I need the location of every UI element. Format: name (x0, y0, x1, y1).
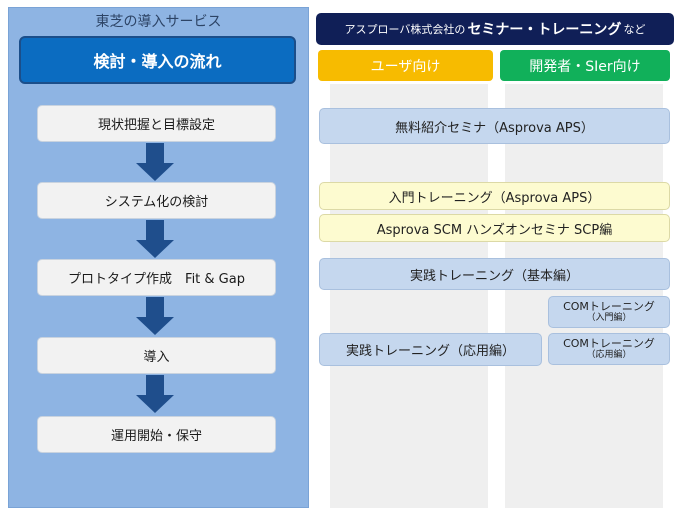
down-arrow-icon (136, 220, 174, 258)
course-practice-basic: 実践トレーニング（基本編） (319, 258, 670, 290)
course-free-intro: 無料紹介セミナ（Asprova APS） (319, 108, 670, 144)
column-user-background (330, 84, 488, 508)
course-scm-handson: Asprova SCM ハンズオンセミナ SCP編 (319, 214, 670, 242)
course-com-intro-title: COMトレーニング (563, 299, 655, 313)
step-operation: 運用開始・保守 (37, 416, 276, 453)
course-com-intro: COMトレーニング （入門編） (548, 296, 670, 328)
seminar-header-strong: セミナー・トレーニング (467, 22, 622, 38)
down-arrow-icon (136, 143, 174, 181)
course-practice-applied: 実践トレーニング（応用編） (319, 333, 542, 366)
seminar-header: アスプローバ株式会社の セミナー・トレーニング など (316, 13, 674, 45)
step-prototype: プロトタイプ作成 Fit & Gap (37, 259, 276, 296)
step-current-analysis: 現状把握と目標設定 (37, 105, 276, 142)
down-arrow-icon (136, 375, 174, 413)
flow-panel-caption: 東芝の導入サービス (95, 14, 222, 30)
seminar-header-suffix: など (623, 23, 646, 36)
flow-title: 検討・導入の流れ (19, 36, 296, 84)
course-com-applied: COMトレーニング （応用編） (548, 333, 670, 365)
course-com-intro-sub: （入門編） (586, 313, 632, 324)
course-intro-training: 入門トレーニング（Asprova APS） (319, 182, 670, 210)
column-header-developer: 開発者・SIer向け (500, 50, 670, 81)
course-com-applied-sub: （応用編） (586, 350, 632, 361)
step-introduction: 導入 (37, 337, 276, 374)
column-header-user: ユーザ向け (318, 50, 493, 81)
step-system-study: システム化の検討 (37, 182, 276, 219)
seminar-header-prefix: アスプローバ株式会社の (344, 23, 466, 36)
down-arrow-icon (136, 297, 174, 335)
course-com-applied-title: COMトレーニング (563, 336, 655, 350)
